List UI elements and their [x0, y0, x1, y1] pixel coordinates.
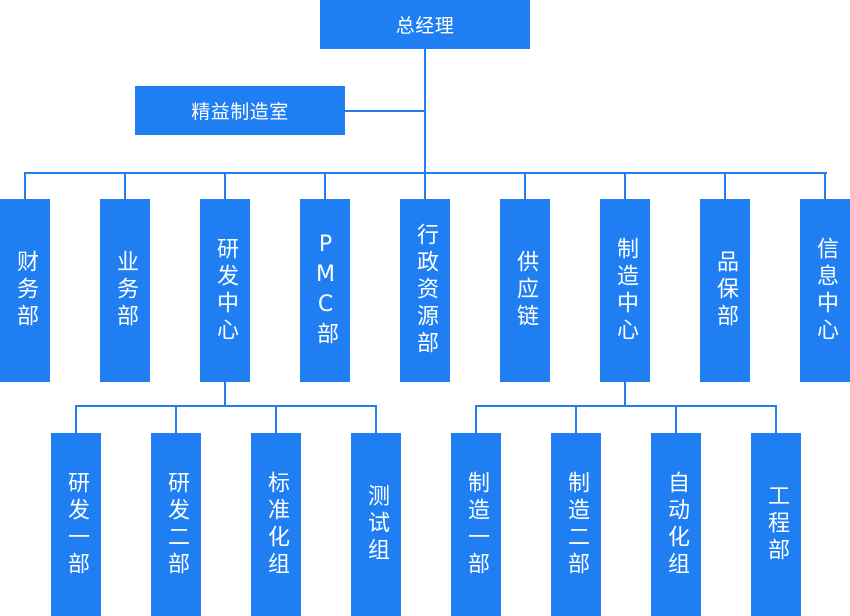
node-rd-dept-2: 研发二部	[151, 433, 201, 616]
node-dept-pmc: PMC部	[300, 199, 350, 382]
node-rd-dept-1: 研发一部	[51, 433, 101, 616]
node-automation-group: 自动化组	[651, 433, 701, 616]
connector-dept-8	[724, 172, 726, 200]
connector-mfg-4	[775, 405, 777, 434]
connector-rd-2	[175, 405, 177, 434]
node-general-manager: 总经理	[320, 0, 530, 49]
connector-mfg-bus	[475, 405, 777, 407]
connector-dept-2	[124, 172, 126, 200]
connector-dept-5	[424, 172, 426, 200]
node-dept-finance: 财务部	[0, 199, 50, 382]
node-dept-business: 业务部	[100, 199, 150, 382]
node-mfg-dept-2: 制造二部	[551, 433, 601, 616]
node-mfg-dept-1: 制造一部	[451, 433, 501, 616]
connector-mfg-3	[675, 405, 677, 434]
connector-dept-4	[324, 172, 326, 200]
node-dept-manufacturing-center: 制造中心	[600, 199, 650, 382]
connector-dept-6	[524, 172, 526, 200]
connector-dept-7	[624, 172, 626, 200]
node-testing-group: 测试组	[351, 433, 401, 616]
connector-staff	[344, 110, 425, 112]
connector-rd-trunk	[224, 382, 226, 407]
node-dept-quality-assurance: 品保部	[700, 199, 750, 382]
connector-mfg-1	[475, 405, 477, 434]
node-standardization-group: 标准化组	[251, 433, 301, 616]
node-dept-admin-resources: 行政资源部	[400, 199, 450, 382]
connector-dept-1	[24, 172, 26, 200]
connector-rd-1	[75, 405, 77, 434]
node-engineering-dept: 工程部	[751, 433, 801, 616]
connector-mfg-trunk	[624, 382, 626, 407]
connector-root-trunk	[424, 49, 426, 174]
node-dept-supply-chain: 供应链	[500, 199, 550, 382]
connector-dept-3	[224, 172, 226, 200]
node-lean-manufacturing-office: 精益制造室	[135, 86, 345, 135]
connector-rd-bus	[75, 405, 377, 407]
connector-dept-9	[824, 172, 826, 200]
connector-mfg-2	[575, 405, 577, 434]
node-dept-information-center: 信息中心	[800, 199, 850, 382]
connector-rd-3	[275, 405, 277, 434]
node-dept-rd-center: 研发中心	[200, 199, 250, 382]
connector-rd-4	[375, 405, 377, 434]
